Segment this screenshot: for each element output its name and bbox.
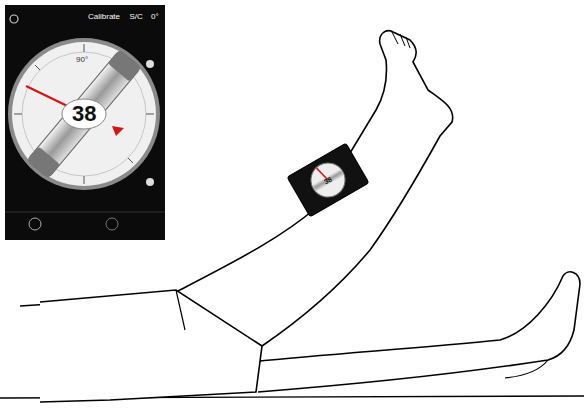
phone-dial bbox=[305, 157, 351, 203]
side-button bbox=[146, 60, 154, 68]
tab-icon bbox=[106, 218, 118, 230]
dial-face bbox=[12, 42, 156, 186]
menu-button: S/C bbox=[130, 13, 143, 21]
phone-on-shin bbox=[287, 143, 369, 217]
raised-leg bbox=[176, 31, 453, 346]
settings-icon bbox=[10, 15, 18, 23]
tab-divider bbox=[5, 212, 165, 213]
tube-cap bbox=[108, 50, 141, 82]
phone-body bbox=[287, 143, 369, 217]
phone-tube bbox=[312, 169, 344, 192]
angle-reading: 38 bbox=[72, 103, 96, 125]
dial-ticks bbox=[14, 44, 154, 184]
reading-window bbox=[62, 99, 106, 129]
phone-screenshot bbox=[5, 5, 165, 240]
tube-cap bbox=[27, 146, 60, 178]
bubble-tube bbox=[27, 50, 141, 178]
toes bbox=[392, 32, 410, 48]
resting-heel bbox=[505, 360, 548, 378]
dial-rim bbox=[8, 38, 160, 190]
shorts-seam bbox=[176, 290, 185, 330]
menu-button: 0° bbox=[151, 13, 159, 21]
dial-scale: 90° bbox=[76, 56, 88, 64]
screen-background bbox=[5, 5, 165, 240]
shorts bbox=[40, 290, 262, 402]
tube-body bbox=[27, 50, 141, 178]
side-button bbox=[146, 178, 154, 186]
dial-marker bbox=[112, 126, 124, 136]
tab-icon bbox=[29, 218, 41, 230]
menu-button: Calibrate bbox=[88, 13, 120, 21]
